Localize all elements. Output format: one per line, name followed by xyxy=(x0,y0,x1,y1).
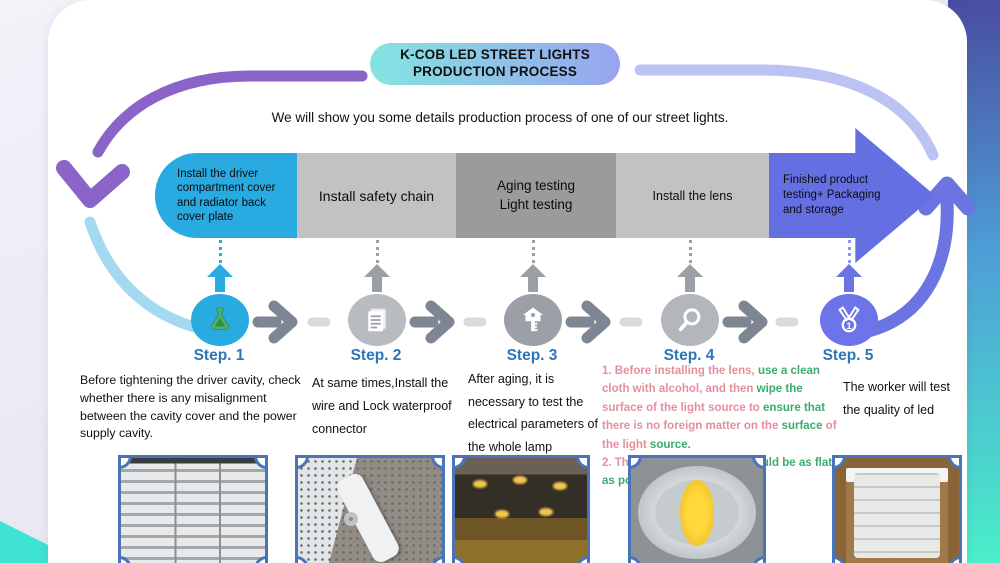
title-badge: K-COB LED STREET LIGHTS PRODUCTION PROCE… xyxy=(370,43,620,85)
chain-ring-art xyxy=(344,512,358,526)
step-3-marker xyxy=(502,264,564,346)
radiator-back-cover-photo xyxy=(118,455,268,563)
step-2-label: Step. 2 xyxy=(350,347,402,364)
cob-led-chip xyxy=(680,479,714,546)
lamp-glow xyxy=(539,508,553,516)
band-segment-1-label: Install the driver compartment cover and… xyxy=(177,167,276,223)
svg-text:1: 1 xyxy=(846,321,851,331)
step-3-description: After aging, it is necessary to test the… xyxy=(468,372,598,454)
up-arrow-icon xyxy=(364,264,390,292)
step-1-marker xyxy=(189,264,251,346)
magnifier-icon xyxy=(678,308,701,332)
up-arrow-icon xyxy=(677,264,703,292)
aging-testing-room-photo xyxy=(452,455,590,563)
packaging-art xyxy=(835,458,959,563)
band-segment-2: Install safety chain xyxy=(297,153,456,238)
title-line-2: PRODUCTION PROCESS xyxy=(412,64,578,79)
step-4-marker xyxy=(659,264,721,346)
document-icon xyxy=(368,308,386,332)
medal-icon: 1 xyxy=(838,306,860,333)
dotted-connector-5 xyxy=(848,240,851,263)
dotted-connector-2 xyxy=(376,240,379,263)
step-3-label: Step. 3 xyxy=(506,347,558,364)
step-4-label: Step. 4 xyxy=(663,347,715,364)
band-segment-4-label: Install the lens xyxy=(652,188,733,203)
safety-chain-art xyxy=(298,458,442,563)
wrapped-product xyxy=(853,473,941,559)
house-key-icon xyxy=(523,307,543,332)
band-segment-3-label: Aging testing Light testing xyxy=(496,178,576,212)
band-segment-2-label: Install safety chain xyxy=(318,187,435,204)
up-arrow-icon xyxy=(836,264,862,292)
band-segment-3: Aging testing Light testing xyxy=(456,153,616,238)
band-segment-4: Install the lens xyxy=(616,153,769,238)
title-line-1: K-COB LED STREET LIGHTS xyxy=(400,47,590,63)
band-segment-5-label: Finished product testing+ Packaging and … xyxy=(783,174,881,216)
lamp-glow xyxy=(495,510,509,518)
band-segment-1: Install the driver compartment cover and… xyxy=(155,153,297,238)
safety-chain-photo xyxy=(295,455,445,563)
step-1-label: Step. 1 xyxy=(193,347,245,364)
aging-room-art xyxy=(455,458,587,563)
lamp-glow xyxy=(553,482,567,490)
lens-closeup-photo xyxy=(628,455,766,563)
lamp-glow xyxy=(473,480,487,488)
lamp-glow xyxy=(513,476,527,484)
packaging-box-photo xyxy=(832,455,962,563)
step-1-description: Before tightening the driver cavity, che… xyxy=(80,373,301,441)
step-2-description: At same times,Install the wire and Lock … xyxy=(312,376,452,437)
radiator-fins-art xyxy=(121,458,265,563)
step-5-description: The worker will test the quality of led xyxy=(843,380,950,417)
dotted-connector-3 xyxy=(532,240,535,263)
up-arrow-icon xyxy=(520,264,546,292)
step-5-marker: 1 xyxy=(818,264,880,346)
dotted-connector-1 xyxy=(219,240,222,263)
step-5-label: Step. 5 xyxy=(822,347,874,364)
flask-icon xyxy=(210,307,230,330)
up-arrow-icon xyxy=(207,264,233,292)
dotted-connector-4 xyxy=(689,240,692,263)
subtitle-text: We will show you some details production… xyxy=(271,110,729,125)
step-2-marker xyxy=(346,264,408,346)
lens-art xyxy=(631,458,763,563)
